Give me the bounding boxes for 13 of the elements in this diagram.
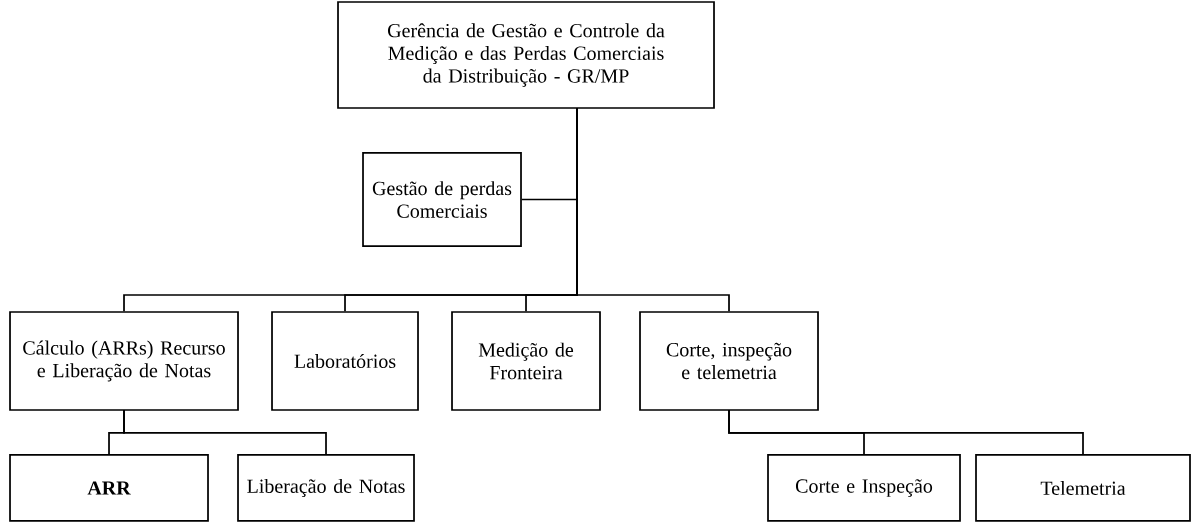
org-box: Medição de Fronteira [451,311,601,411]
org-box: Corte, inspeção e telemetria [639,311,819,411]
connector-line [576,107,730,312]
org-box: Gestão de perdas Comerciais [362,152,522,247]
connector-line [728,409,1084,455]
connector-line [123,409,327,455]
org-box: Cálculo (ARRs) Recurso e Liberação de Notas [9,311,239,411]
org-box: Gerência de Gestão e Controle da Medição e das Perdas Comerciais da Distribuição - GR/MP [337,1,715,109]
org-box: Liberação de Notas [237,454,415,522]
org-box: Laboratórios [271,311,419,411]
org-box: Corte e Inspeção [767,454,961,522]
org-box: Telemetria [975,454,1191,522]
org-box: ARR [9,454,209,522]
